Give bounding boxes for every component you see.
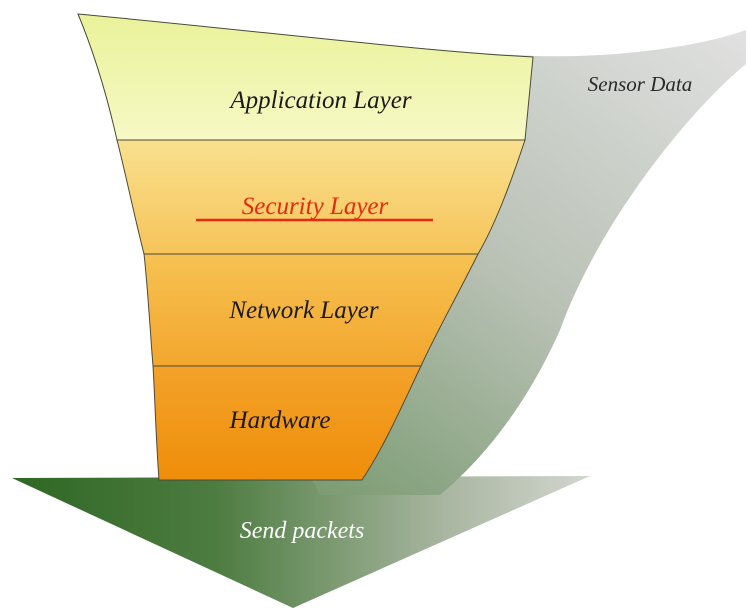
application-layer-band [77,13,534,141]
application-layer-label: Application Layer [228,87,411,114]
hardware-label: Hardware [229,407,331,434]
send-packets-label: Send packets [240,518,365,544]
hardware-band [152,365,422,481]
sensor-data-label: Sensor Data [588,72,692,96]
send-packets-arrow [12,476,590,608]
security-layer-label: Security Layer [242,193,389,220]
network-layer-label: Network Layer [228,297,379,324]
